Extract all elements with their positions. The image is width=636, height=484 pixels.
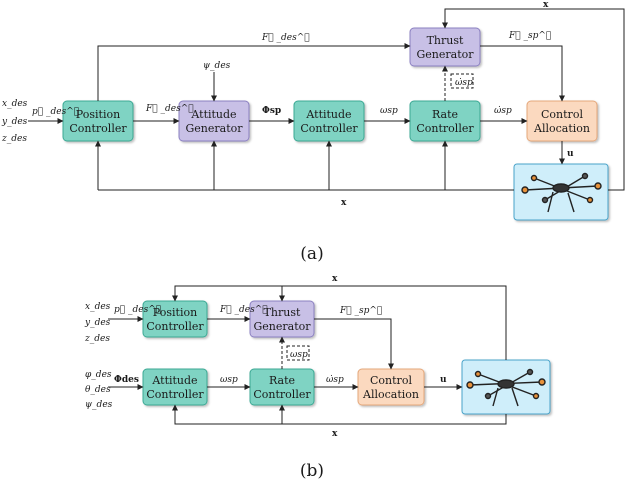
b-omega-sp-label: ωsp: [220, 375, 238, 385]
b-psi-des-label: ψ_des: [85, 400, 113, 410]
b-x-des-label: x_des: [85, 302, 111, 312]
b-position-controller-label-1: Position: [153, 306, 197, 319]
a-u-label: u: [567, 149, 574, 159]
a-attitude-generator-label-2: Generator: [185, 122, 243, 135]
b-f-des-label: F⃗ _des^𝓘: [219, 305, 268, 315]
b-position-controller-label-2: Controller: [146, 320, 204, 333]
a-attitude-controller-block: Attitude Controller: [293, 100, 365, 142]
a-multirotor-plant-block: [513, 163, 609, 221]
a-x-des-label: x_des: [2, 99, 28, 109]
a-thrust-generator-label-2: Generator: [416, 48, 474, 61]
a-control-allocation-label-2: Allocation: [533, 122, 590, 135]
a-x-top-label: x: [543, 0, 549, 10]
b-hexacopter-image: [466, 368, 546, 407]
b-z-des-label: z_des: [84, 334, 110, 344]
b-thrust-generator-label-2: Generator: [253, 320, 311, 333]
b-omega-dot-sp-label: ω̇sp: [326, 375, 344, 385]
b-control-allocation-label-2: Allocation: [362, 388, 419, 401]
a-attitude-controller-label-2: Controller: [300, 122, 358, 135]
b-y-des-label: y_des: [84, 318, 111, 328]
b-control-allocation-label-1: Control: [370, 374, 412, 387]
a-f-sp-b-label: F⃗ _sp^𝓑: [508, 31, 551, 41]
b-rate-controller-block: Rate Controller: [249, 368, 315, 406]
b-attitude-controller-block: Attitude Controller: [142, 368, 208, 406]
b-theta-des-label: θ_des: [85, 385, 111, 395]
b-phi-des-label: φ_des: [85, 370, 112, 380]
a-psi-des-label: ψ_des: [203, 61, 231, 71]
a-position-controller-label-1: Position: [76, 108, 120, 121]
b-wires: [108, 285, 507, 425]
b-caption: (b): [300, 461, 324, 481]
a-position-controller-block: Position Controller: [62, 100, 134, 142]
b-rate-controller-label-1: Rate: [269, 374, 295, 387]
a-p-des-label: p⃗ _des^𝓘: [32, 107, 79, 117]
a-omega-sp-dashed-box: ω̇sp: [450, 73, 474, 89]
a-hexacopter-image: [521, 172, 602, 213]
a-rate-controller-block: Rate Controller: [409, 100, 481, 142]
a-omega-sp-label: ωsp: [380, 106, 398, 116]
a-control-allocation-block: Control Allocation: [526, 100, 598, 142]
b-omega-sp-box-label: ωsp: [290, 350, 308, 360]
b-thrust-generator-label-1: Thrust: [264, 306, 301, 319]
b-x-bottom-label: x: [332, 429, 338, 439]
a-attitude-generator-block: Attitude Generator: [178, 100, 250, 142]
diagram-a: Position Controller Attitude Generator A…: [1, 0, 625, 264]
a-f-des-top-label: F⃗ _des^𝓘: [261, 33, 310, 43]
a-f-des-mid-label: F⃗ _des^𝓘: [145, 104, 194, 114]
a-control-allocation-label-1: Control: [541, 108, 583, 121]
b-phi-des-vec-label: Φdes: [114, 375, 139, 385]
a-attitude-generator-label-1: Attitude: [190, 108, 236, 121]
b-u-label: u: [440, 375, 447, 385]
b-p-des-label: p⃗ _des^𝓘: [114, 305, 161, 315]
b-position-controller-block: Position Controller: [142, 300, 208, 338]
a-omega-sp-box-label: ω̇sp: [455, 78, 473, 88]
a-x-bottom-label: x: [341, 198, 347, 208]
a-phi-sp-label: Φsp: [262, 106, 281, 116]
a-rate-controller-label-2: Controller: [416, 122, 474, 135]
a-position-controller-label-2: Controller: [69, 122, 127, 135]
b-f-sp-b-label: F⃗ _sp^𝓑: [339, 306, 382, 316]
a-wires: [28, 8, 625, 191]
b-x-top-label: x: [332, 274, 338, 284]
a-y-des-label: y_des: [1, 117, 28, 127]
a-caption: (a): [300, 244, 323, 264]
b-attitude-controller-label-1: Attitude: [151, 374, 197, 387]
b-control-allocation-block: Control Allocation: [357, 368, 425, 406]
a-omega-dot-sp-label: ω̇sp: [494, 106, 512, 116]
a-z-des-label: z_des: [1, 134, 27, 144]
a-attitude-controller-label-1: Attitude: [305, 108, 351, 121]
b-rate-controller-label-2: Controller: [253, 388, 311, 401]
a-rate-controller-label-1: Rate: [432, 108, 458, 121]
a-thrust-generator-block: Thrust Generator: [409, 27, 481, 67]
diagram-b: Position Controller Thrust Generator Att…: [84, 274, 551, 481]
b-multirotor-plant-block: [461, 359, 551, 415]
b-omega-sp-dashed-box: ωsp: [286, 345, 310, 361]
a-thrust-generator-label-1: Thrust: [427, 34, 464, 47]
b-attitude-controller-label-2: Controller: [146, 388, 204, 401]
